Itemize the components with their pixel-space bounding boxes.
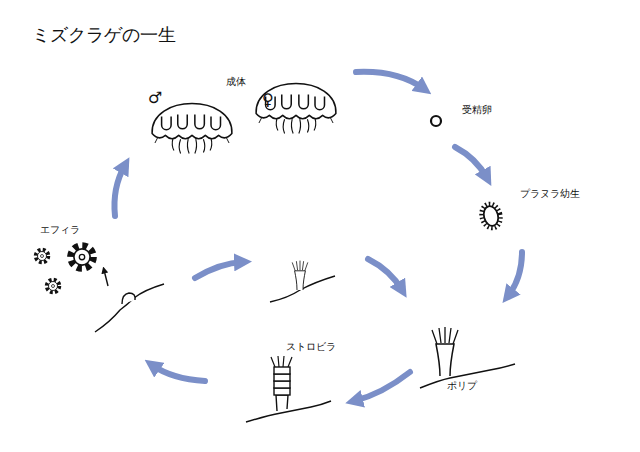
sex-symbol: ♂	[148, 88, 162, 107]
stage-label: エフィラ	[40, 224, 80, 236]
stage-label: ポリプ	[447, 380, 477, 392]
stage-label: ストロビラ	[286, 341, 336, 353]
diagram-title: ミズクラゲの一生	[32, 24, 176, 46]
stage-label: 受精卵	[462, 104, 492, 116]
stage-label: プラヌラ幼生	[520, 188, 580, 200]
sex-symbol: ♀	[262, 90, 274, 109]
stage-label: 成体	[226, 76, 246, 88]
